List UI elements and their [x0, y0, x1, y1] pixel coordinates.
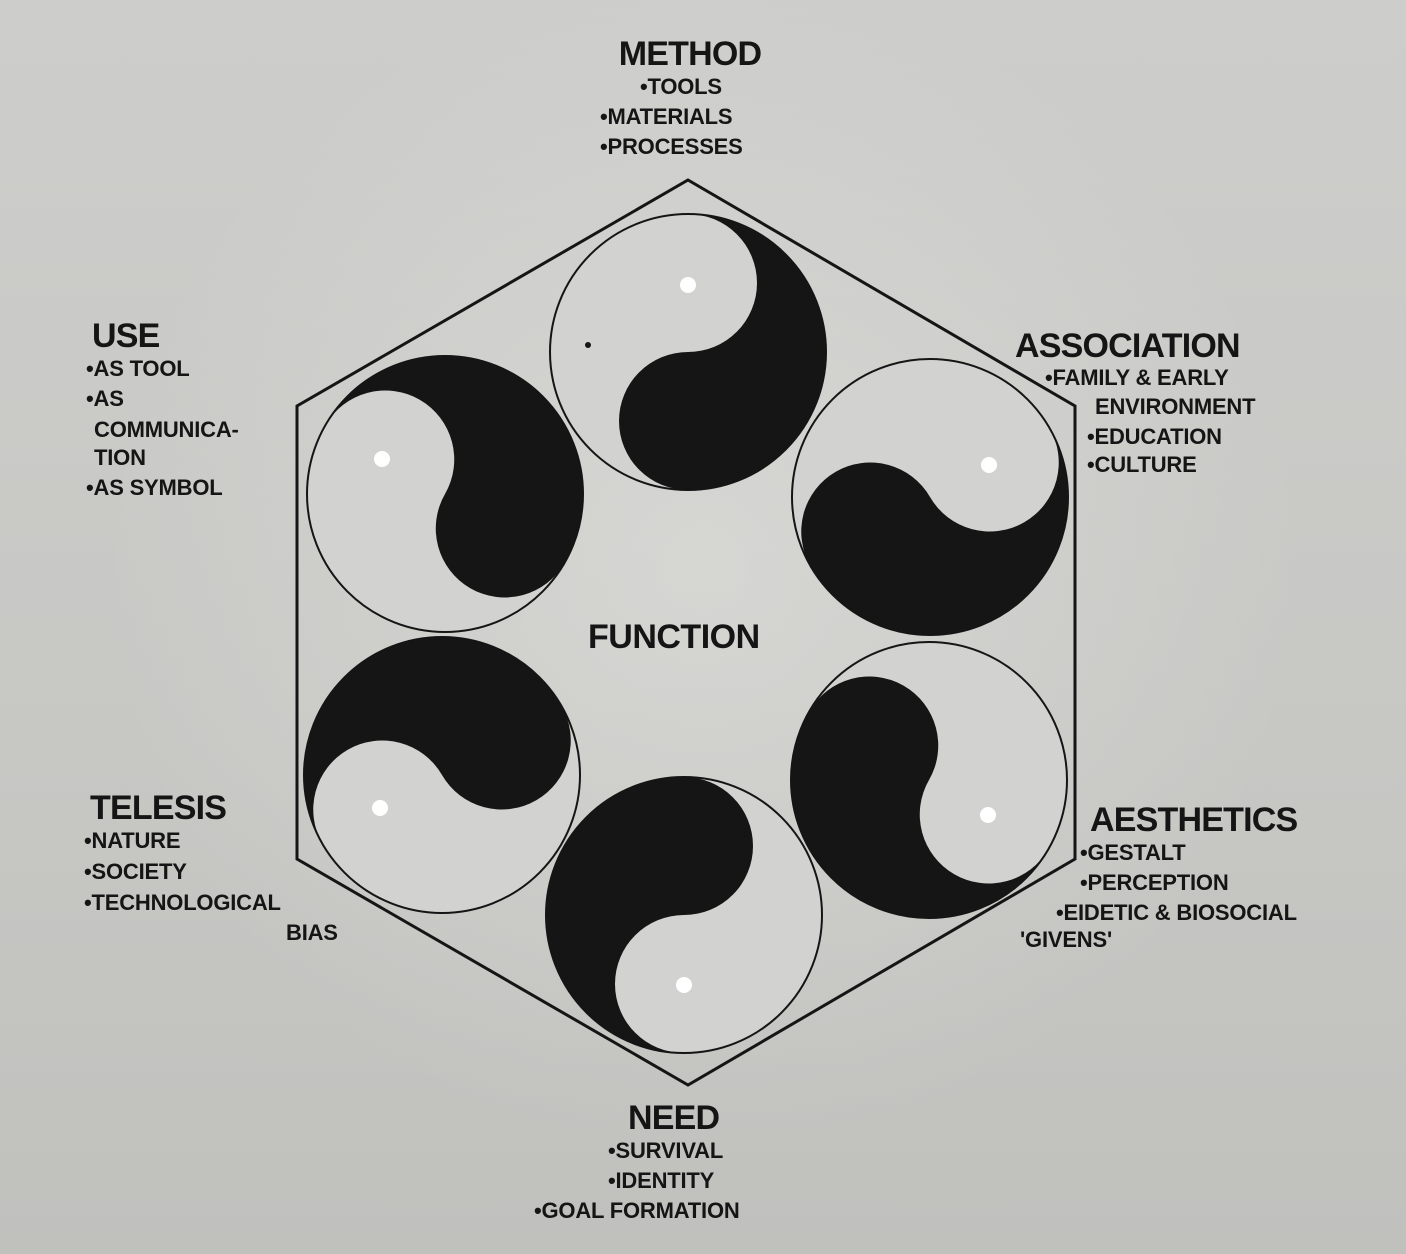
node-association-item: •EDUCATION [1087, 424, 1222, 449]
node-need: NEED •SURVIVAL •IDENTITY •GOAL FORMATION [534, 1100, 814, 1226]
yin-yang-need [545, 776, 823, 1054]
node-need-item: •SURVIVAL [608, 1138, 724, 1163]
node-use: USE •AS TOOL •AS COMMUNICA- TION •AS SYM… [86, 318, 239, 506]
node-use-item: •AS TOOL [86, 356, 190, 381]
yin-yang-method [549, 213, 827, 491]
node-method-item: •PROCESSES [600, 134, 743, 159]
yin-yang-telesis [303, 636, 581, 914]
node-need-title: NEED [628, 1099, 720, 1137]
node-association-item: •CULTURE [1087, 452, 1197, 477]
node-aesthetics-title: AESTHETICS [1090, 801, 1298, 839]
node-association-item: •FAMILY & EARLY [1045, 365, 1229, 390]
node-method: METHOD •TOOLS •MATERIALS •PROCESSES [600, 36, 780, 162]
node-aesthetics-item: •EIDETIC & BIOSOCIAL [1056, 900, 1297, 925]
center-label-function: FUNCTION [588, 618, 760, 656]
node-use-item: •AS [86, 386, 124, 411]
node-use-item: •AS SYMBOL [86, 475, 223, 500]
node-method-item: •MATERIALS [600, 104, 733, 129]
node-telesis: TELESIS •NATURE •SOCIETY •TECHNOLOGICAL … [84, 790, 338, 948]
yin-yang-use [306, 355, 584, 633]
yin-yang-association [791, 358, 1069, 636]
node-use-item: COMMUNICA- [94, 417, 239, 442]
node-aesthetics-item: 'GIVENS' [1020, 927, 1112, 952]
node-telesis-title: TELESIS [90, 789, 227, 827]
node-need-item: •IDENTITY [608, 1168, 715, 1193]
node-association: ASSOCIATION •FAMILY & EARLY ENVIRONMENT … [1015, 327, 1256, 478]
hexagon-outline [295, 178, 1077, 1087]
node-telesis-item: •NATURE [84, 828, 181, 853]
node-association-title: ASSOCIATION [1015, 327, 1241, 365]
node-telesis-item: BIAS [286, 920, 338, 945]
node-method-item: •TOOLS [640, 74, 722, 99]
node-aesthetics-item: •PERCEPTION [1080, 870, 1229, 895]
node-use-title: USE [92, 317, 160, 355]
node-need-item: •GOAL FORMATION [534, 1198, 740, 1223]
node-telesis-item: •TECHNOLOGICAL [84, 890, 281, 915]
node-aesthetics: AESTHETICS •GESTALT •PERCEPTION •EIDETIC… [1020, 801, 1298, 952]
node-telesis-item: •SOCIETY [84, 859, 187, 884]
yin-yang-aesthetics [790, 641, 1068, 919]
node-use-item: TION [94, 445, 146, 470]
node-association-item: ENVIRONMENT [1095, 394, 1256, 419]
node-method-title: METHOD [618, 35, 762, 73]
node-aesthetics-item: •GESTALT [1080, 840, 1186, 865]
